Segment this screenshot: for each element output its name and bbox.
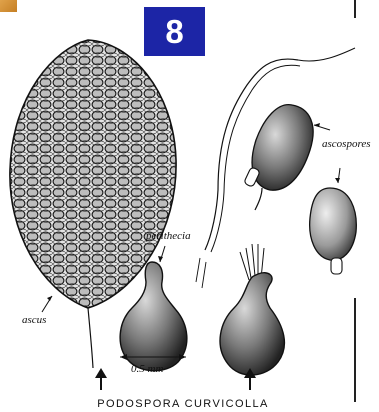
perithecia-label: perithecia: [146, 230, 191, 242]
ascospore-drawing: [310, 188, 357, 274]
ascospores-pointer-1: [314, 123, 330, 130]
scale-label: 0.5 mm: [131, 363, 163, 375]
ascus-label: ascus: [22, 314, 46, 326]
perithecia-pointer: [158, 246, 165, 262]
perithecium-right-drawing: [220, 244, 284, 375]
arrow-up-icon: [95, 368, 107, 390]
figure-caption: PODOSPORA CURVICOLLA: [88, 398, 278, 410]
ascospores-pointer-2: [335, 168, 340, 183]
ascospores-label: ascospores: [322, 138, 370, 150]
ascus-pointer: [42, 296, 52, 312]
